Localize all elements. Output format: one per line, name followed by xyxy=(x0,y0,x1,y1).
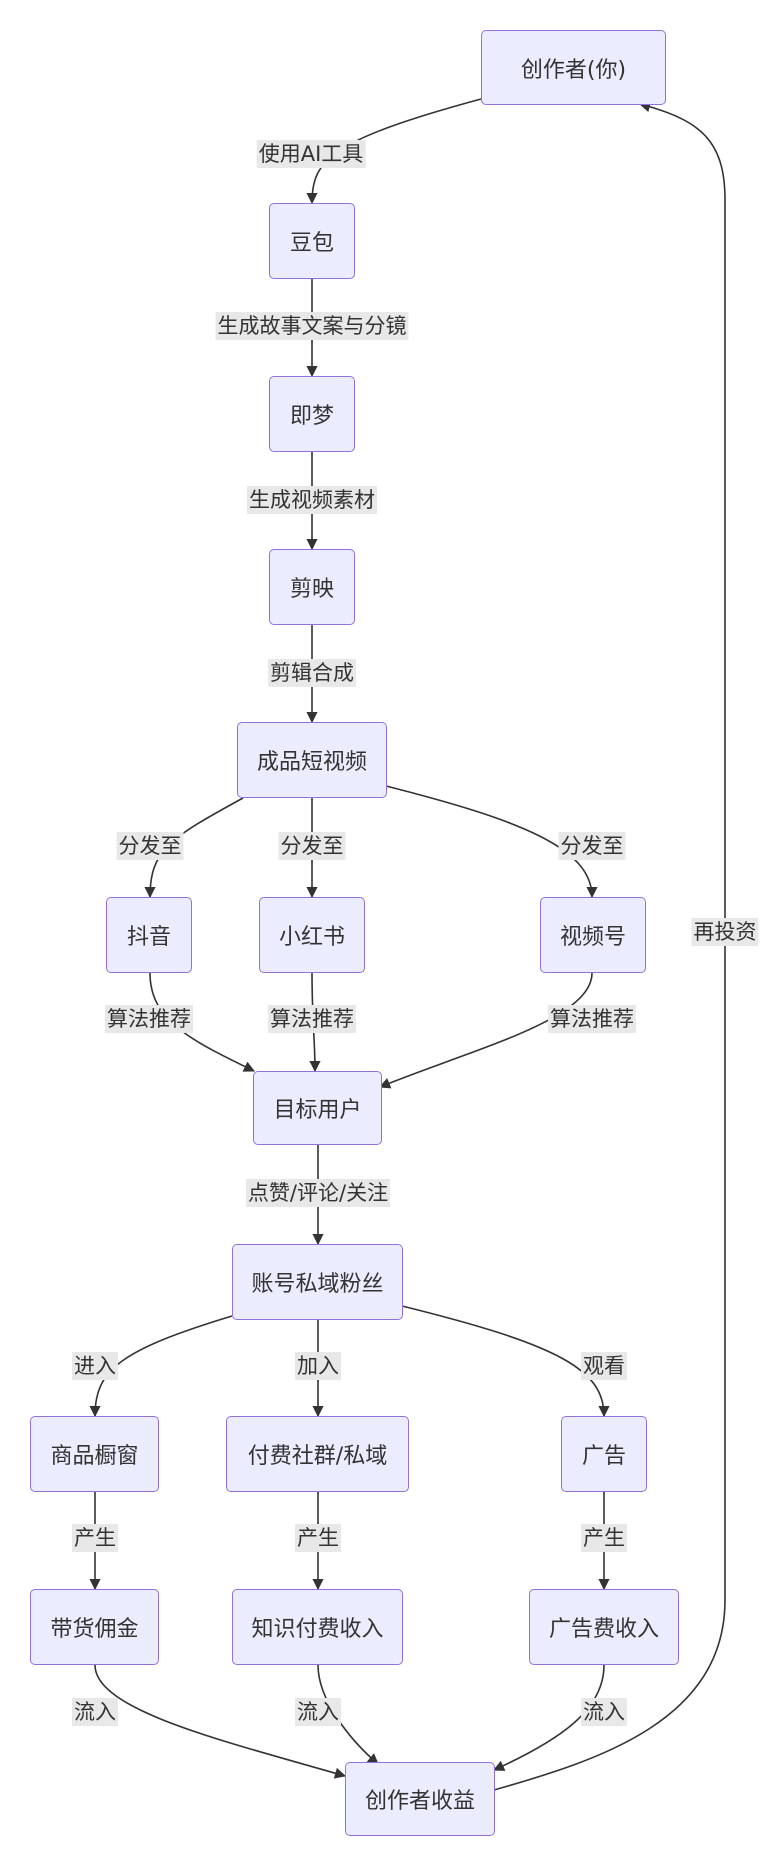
edge-fans-ads xyxy=(401,1305,610,1418)
edge-label-algo-sph: 算法推荐 xyxy=(548,1005,636,1033)
node-creator[interactable]: 创作者(你) xyxy=(481,30,666,105)
edge-sph-target xyxy=(378,972,593,1089)
node-ad-income[interactable]: 广告费收入 xyxy=(529,1589,679,1665)
node-creator-income[interactable]: 创作者收益 xyxy=(345,1762,495,1836)
edge-label-algo-xhs: 算法推荐 xyxy=(268,1005,356,1033)
edge-label-join: 加入 xyxy=(295,1352,341,1380)
edge-label-enter: 进入 xyxy=(72,1352,118,1380)
edge-label-produce-2: 产生 xyxy=(295,1524,341,1552)
node-paid-group[interactable]: 付费社群/私域 xyxy=(226,1416,409,1492)
edge-label-gen-story: 生成故事文案与分镜 xyxy=(215,312,409,340)
node-shop-window[interactable]: 商品橱窗 xyxy=(30,1416,159,1492)
edge-commission-income xyxy=(94,1664,347,1779)
node-doubao[interactable]: 豆包 xyxy=(269,203,355,279)
edge-label-produce-1: 产生 xyxy=(72,1524,118,1552)
edge-label-gen-video: 生成视频素材 xyxy=(247,486,377,514)
edge-label-dist-douyin: 分发至 xyxy=(116,832,184,860)
edge-video-sph xyxy=(385,785,598,899)
edge-label-dist-sph: 分发至 xyxy=(558,832,626,860)
node-knowledge-income[interactable]: 知识付费收入 xyxy=(232,1589,403,1665)
edge-label-flow-3: 流入 xyxy=(581,1698,627,1726)
node-fans[interactable]: 账号私域粉丝 xyxy=(232,1244,403,1320)
edge-label-dist-xhs: 分发至 xyxy=(278,832,346,860)
edge-label-edit: 剪辑合成 xyxy=(268,659,356,687)
edge-label-algo-douyin: 算法推荐 xyxy=(105,1005,193,1033)
edge-fans-shop xyxy=(89,1315,233,1418)
node-jimeng[interactable]: 即梦 xyxy=(269,376,355,452)
node-commission[interactable]: 带货佣金 xyxy=(30,1589,159,1665)
node-xiaohongshu[interactable]: 小红书 xyxy=(259,897,365,973)
edge-label-produce-3: 产生 xyxy=(581,1524,627,1552)
node-jianying[interactable]: 剪映 xyxy=(269,549,355,625)
edge-adincome-income xyxy=(492,1664,605,1771)
node-shipinhao[interactable]: 视频号 xyxy=(540,897,646,973)
node-video[interactable]: 成品短视频 xyxy=(237,722,387,798)
edge-label-watch: 观看 xyxy=(581,1352,627,1380)
edge-label-use-ai: 使用AI工具 xyxy=(256,140,366,168)
edge-label-flow-1: 流入 xyxy=(72,1698,118,1726)
node-ads[interactable]: 广告 xyxy=(561,1416,647,1492)
node-douyin[interactable]: 抖音 xyxy=(106,897,192,973)
edge-label-engage: 点赞/评论/关注 xyxy=(245,1179,391,1207)
node-target-users[interactable]: 目标用户 xyxy=(253,1071,382,1145)
edge-label-flow-2: 流入 xyxy=(295,1698,341,1726)
edge-label-reinvest: 再投资 xyxy=(691,918,759,946)
edge-income-creator xyxy=(493,101,726,1791)
